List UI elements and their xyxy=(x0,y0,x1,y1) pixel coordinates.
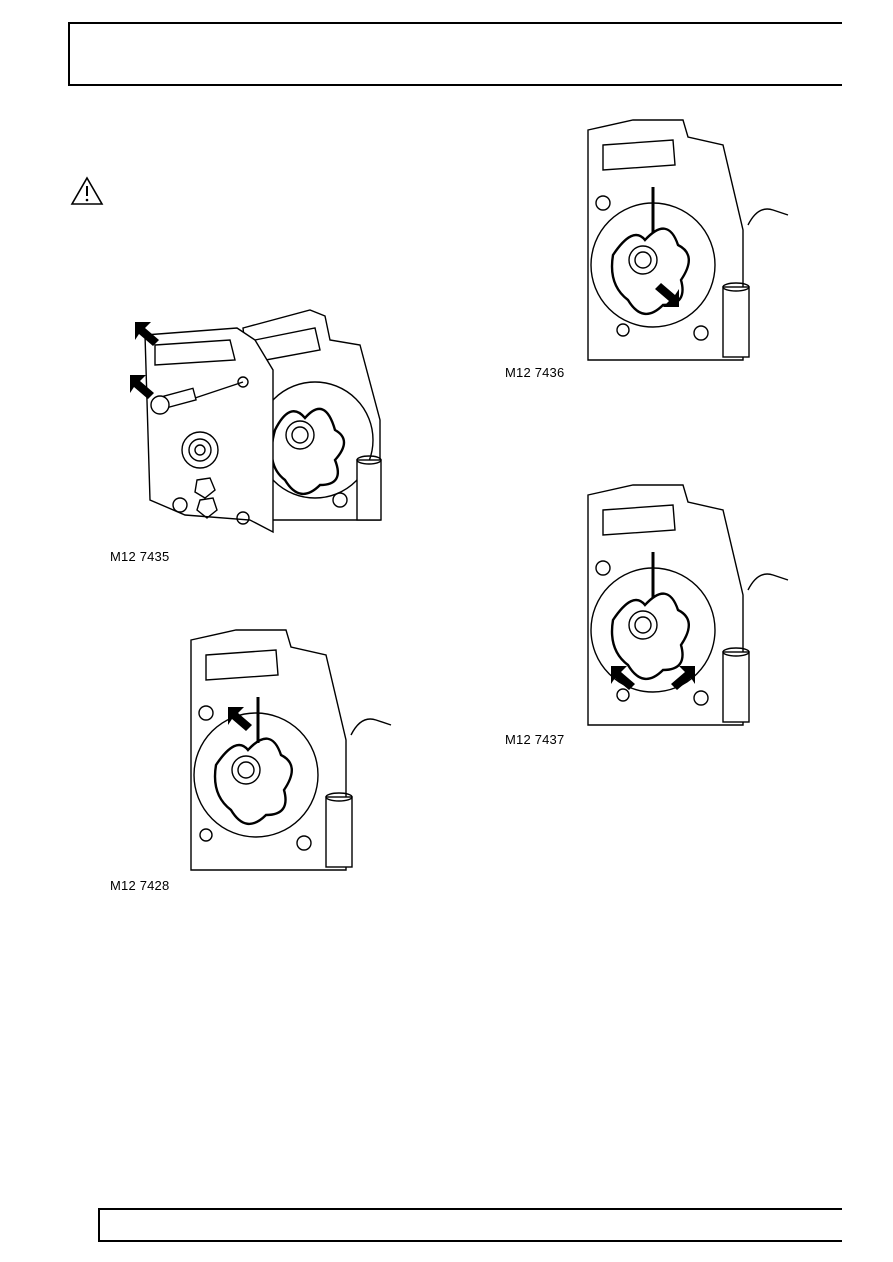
figure-pump-cover-removal xyxy=(130,309,382,534)
figure-caption: M12 7435 xyxy=(110,549,170,564)
figure-outer-rotor-marking xyxy=(190,629,392,871)
page-header-box xyxy=(68,22,842,86)
figure-rotor-clearance-check xyxy=(587,484,789,726)
warning-triangle-icon xyxy=(70,176,104,205)
figure-caption: M12 7428 xyxy=(110,878,170,893)
page-footer-box xyxy=(98,1208,842,1242)
figure-caption: M12 7436 xyxy=(505,365,565,380)
figure-caption: M12 7437 xyxy=(505,732,565,747)
figure-inner-rotor-marking xyxy=(587,119,789,361)
